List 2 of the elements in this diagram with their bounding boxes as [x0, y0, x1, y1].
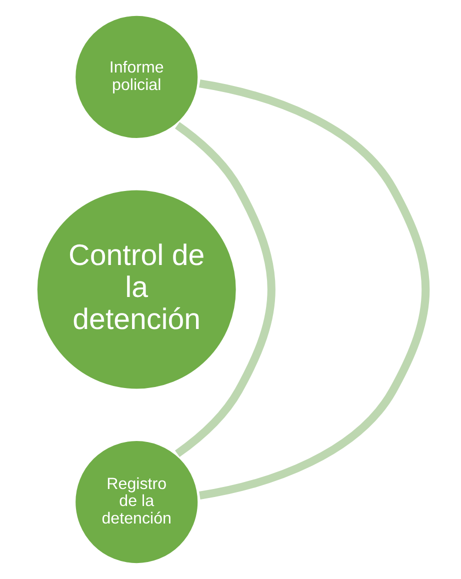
connector	[198, 80, 430, 500]
connector	[174, 122, 276, 458]
